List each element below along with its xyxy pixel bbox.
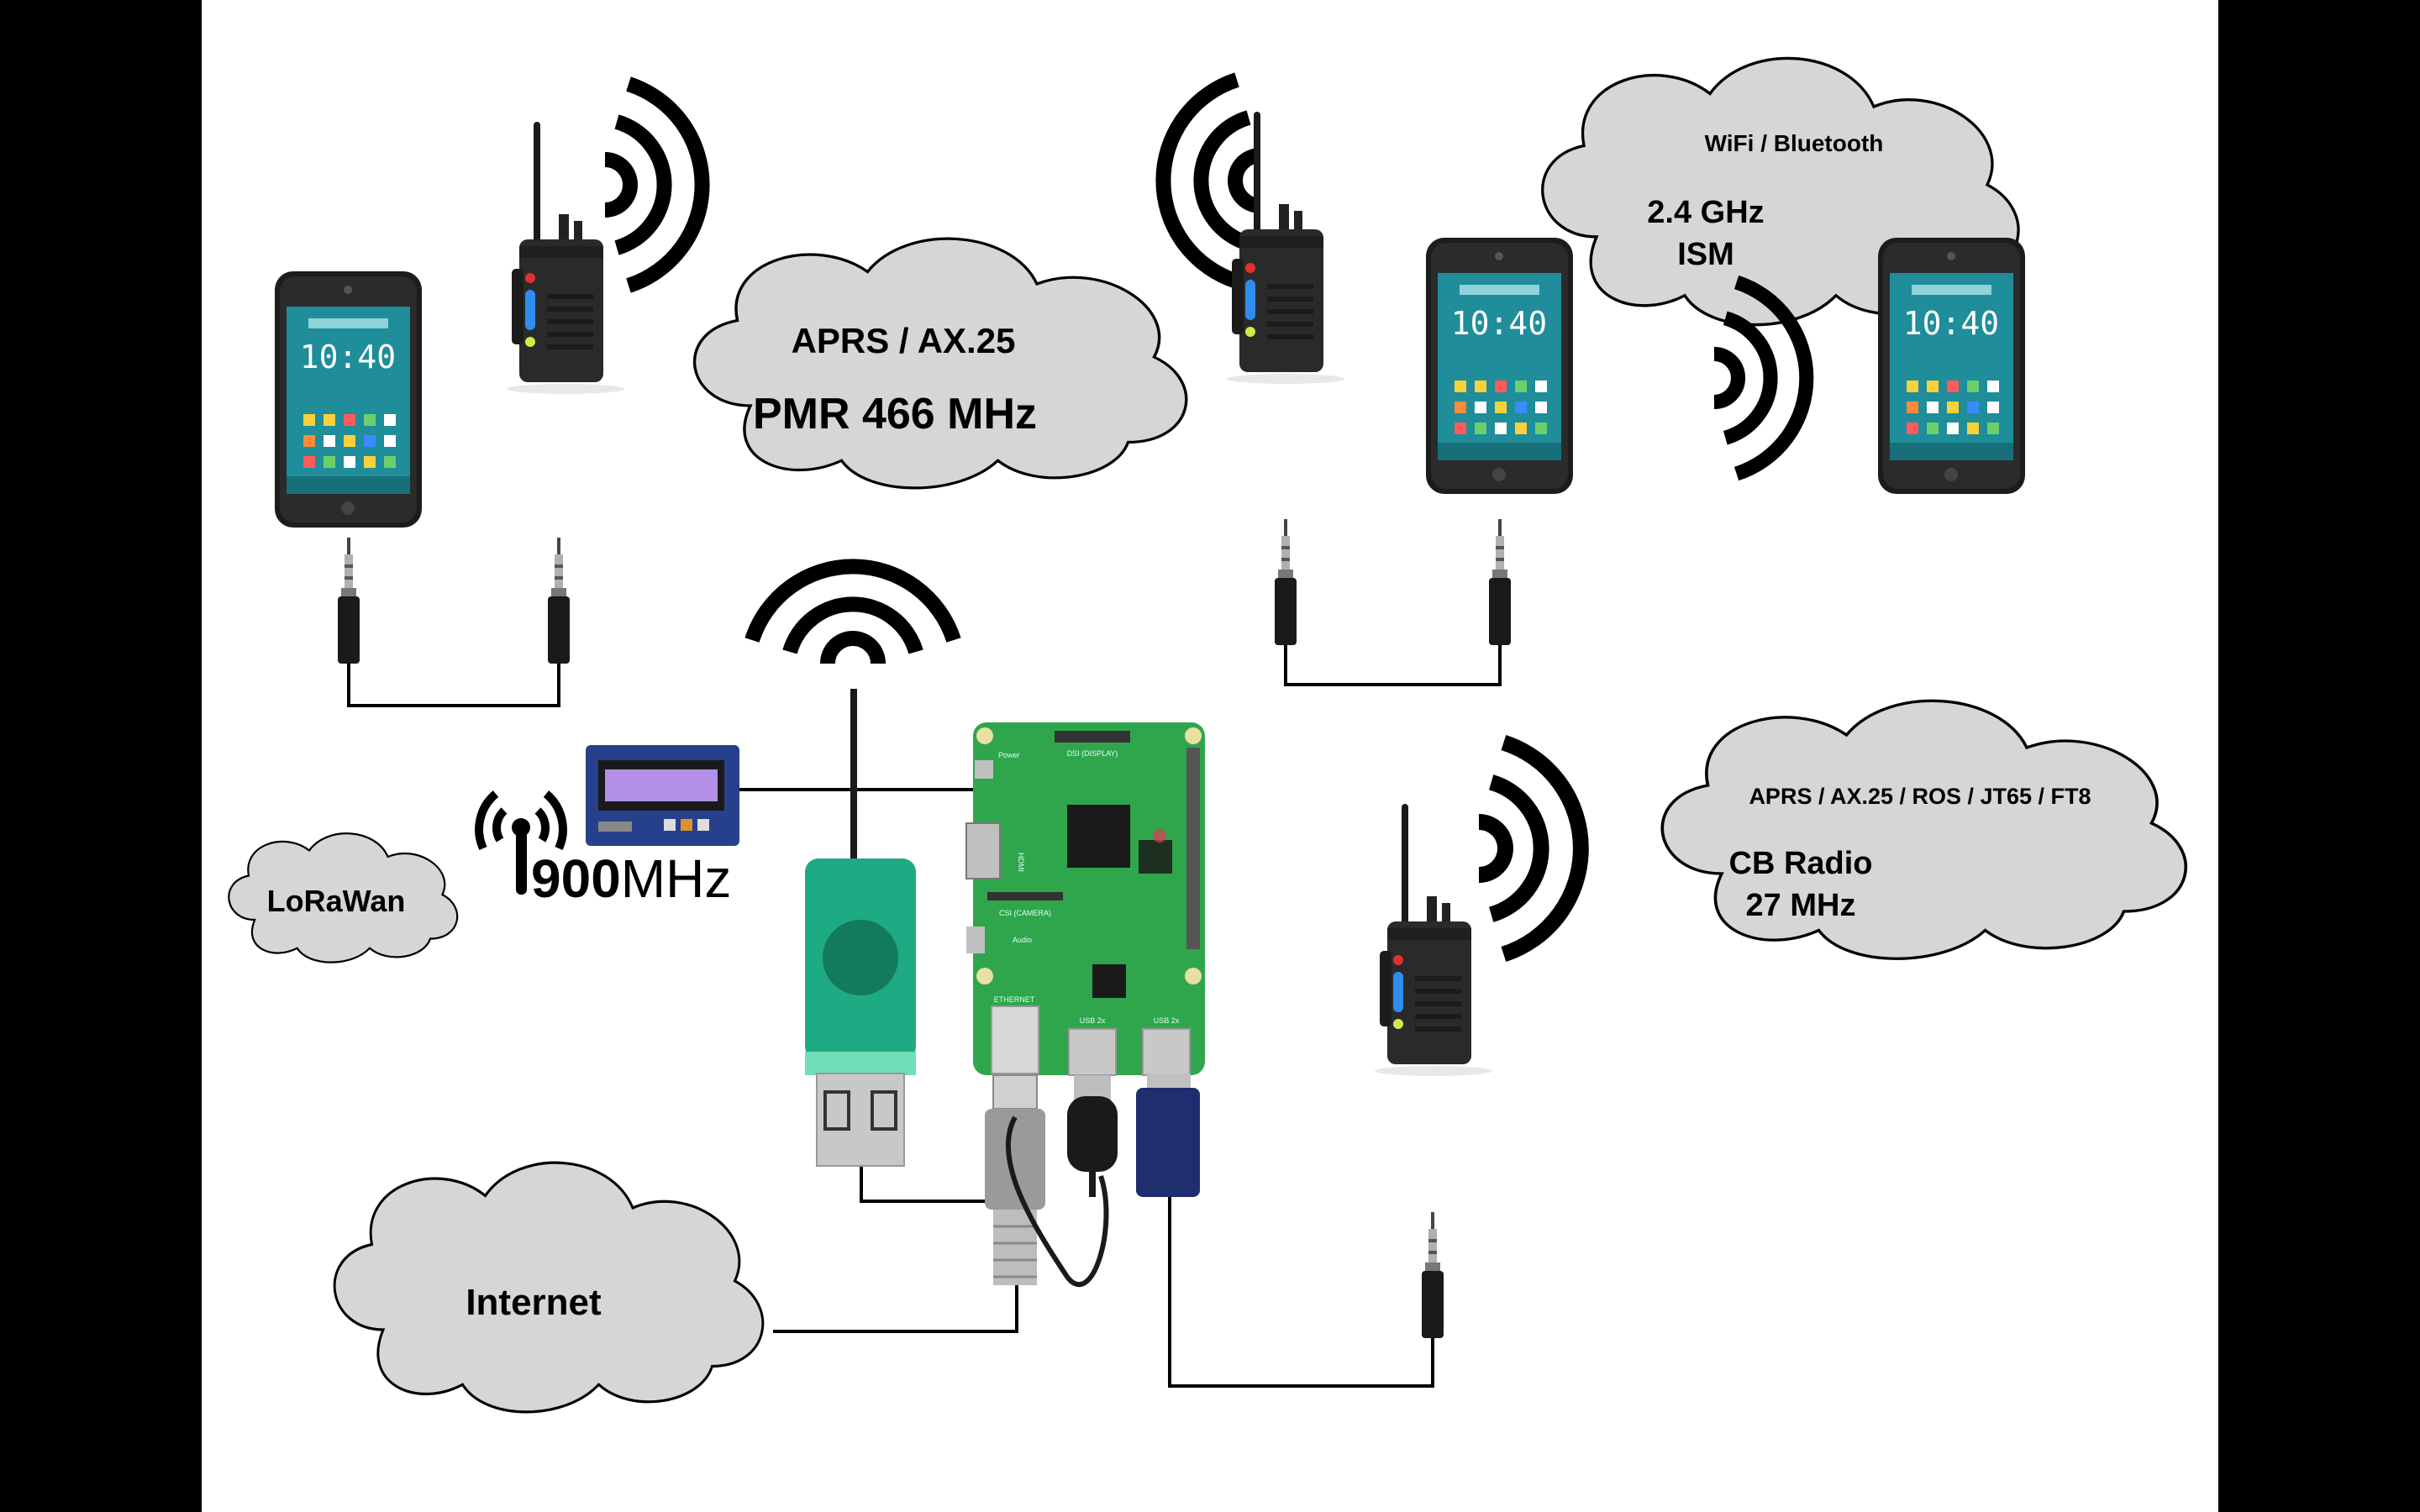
smartphone-3: 10:40 bbox=[1878, 238, 2025, 494]
phone-clock: 10:40 bbox=[1903, 305, 1999, 342]
cloud-lorawan: LoRaWan bbox=[228, 832, 459, 963]
cloud-ism-line2: 2.4 GHz bbox=[1647, 195, 1764, 230]
usb-stick bbox=[1136, 1074, 1200, 1197]
pi-display-label: DSI (DISPLAY) bbox=[1067, 749, 1118, 758]
phone-clock: 10:40 bbox=[300, 339, 396, 375]
cloud-cb-line1: APRS / AX.25 / ROS / JT65 / FT8 bbox=[1749, 784, 2091, 809]
usb-audio-plug bbox=[1067, 1075, 1118, 1197]
pi-power-label: Power bbox=[998, 751, 1020, 759]
cloud-cb-line3: 27 MHz bbox=[1746, 888, 1856, 923]
cloud-pmr-line1: APRS / AX.25 bbox=[792, 321, 1016, 360]
smartphone-2: 10:40 bbox=[1426, 238, 1573, 494]
cloud-cb: APRS / AX.25 / ROS / JT65 / FT8 CB Radio… bbox=[1660, 699, 2188, 961]
cloud-internet-line1: Internet bbox=[466, 1282, 602, 1323]
ethernet-cable bbox=[985, 1074, 1109, 1287]
lora-antenna-icon bbox=[475, 790, 567, 895]
smartphone-1: 10:40 bbox=[275, 271, 422, 528]
sdr-usb-dongle bbox=[805, 689, 916, 1167]
pi-hdmi-label: HDMI bbox=[1017, 853, 1025, 872]
pi-ethernet-label: ETHERNET bbox=[994, 995, 1035, 1004]
cloud-pmr-line2: PMR 466 MHz bbox=[753, 390, 1037, 438]
cloud-cb-line2: CB Radio bbox=[1729, 846, 1873, 881]
cloud-lorawan-line1: LoRaWan bbox=[267, 884, 406, 918]
pi-camera-label: CSI (CAMERA) bbox=[999, 909, 1051, 917]
raspberry-pi-board: DSI (DISPLAY) Power HDMI CSI (CAMERA) Au… bbox=[965, 722, 1205, 1076]
cloud-ism-line3: ISM bbox=[1677, 237, 1734, 272]
pi-usb-right-label: USB 2x bbox=[1154, 1016, 1180, 1025]
cloud-ism: WiFi / Bluetooth 2.4 GHz ISM bbox=[1540, 56, 2020, 327]
cloud-internet: Internet bbox=[333, 1161, 765, 1414]
cloud-pmr: APRS / AX.25 PMR 466 MHz bbox=[692, 237, 1188, 490]
lora-frequency-label: 900MHz bbox=[531, 848, 731, 909]
pi-usb-left-label: USB 2x bbox=[1080, 1016, 1106, 1025]
lcd-display-module bbox=[586, 745, 739, 846]
phone-clock: 10:40 bbox=[1451, 305, 1547, 342]
pi-audio-label: Audio bbox=[1013, 936, 1032, 944]
cloud-ism-line1: WiFi / Bluetooth bbox=[1705, 130, 1884, 156]
